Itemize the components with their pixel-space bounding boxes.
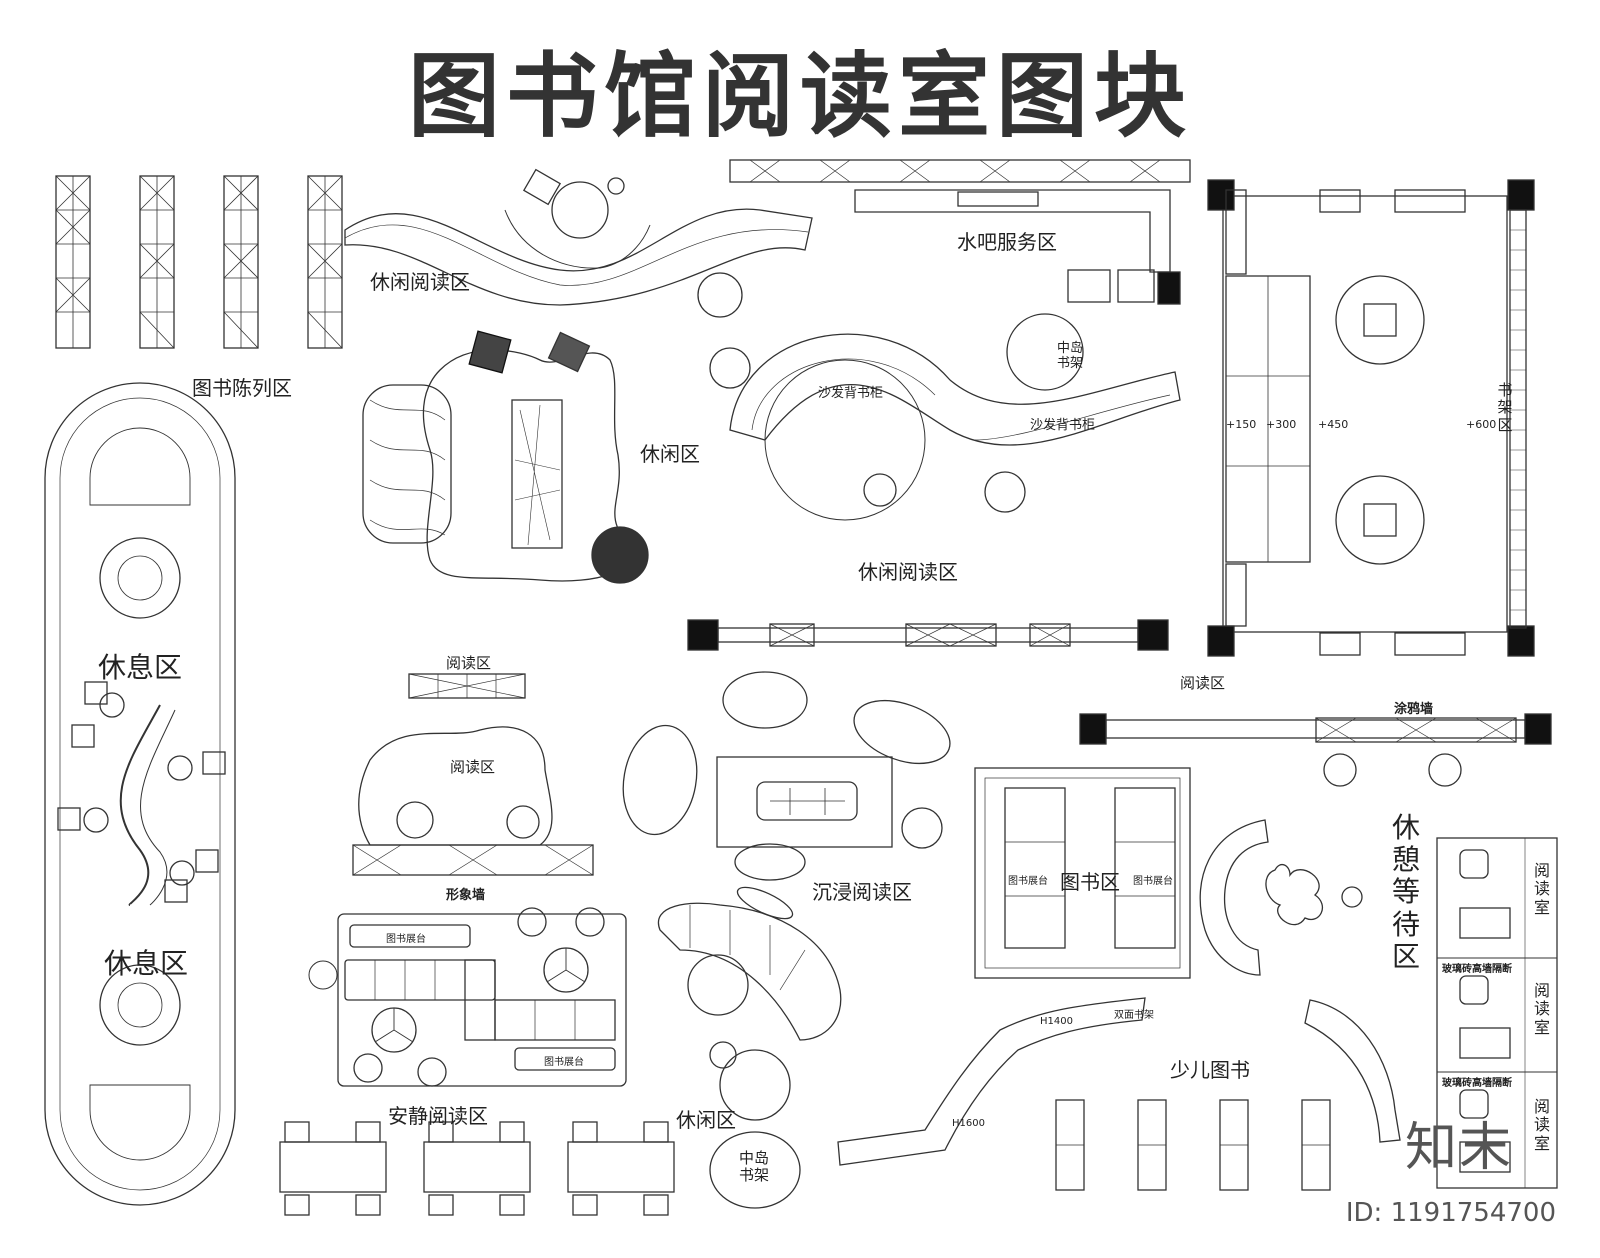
label-display-c: 图书展台 <box>386 934 426 945</box>
label-reading-b: 阅读区 <box>450 758 496 776</box>
level-600: +600 <box>1466 418 1497 431</box>
curved-sofa <box>657 886 842 1209</box>
label-immersive: 沉浸阅读区 <box>812 880 912 904</box>
label-double-shelf: 双面书架 <box>1114 1010 1154 1021</box>
label-water-bar: 水吧服务区 <box>957 230 1057 254</box>
graffiti-wall <box>1079 713 1552 745</box>
double-sided-shelves <box>837 997 1401 1191</box>
sofa-back-shelf <box>697 272 1181 521</box>
image-wall-area <box>352 726 594 876</box>
book-area-platform <box>974 767 1191 979</box>
label-shelf-area: 书架区 <box>1497 381 1513 434</box>
label-children: 少儿图书 <box>1170 1058 1250 1082</box>
level-300: +300 <box>1266 418 1297 431</box>
label-h1600: H1600 <box>952 1118 985 1129</box>
label-rest-b: 休息区 <box>104 947 189 980</box>
level-150: +150 <box>1226 418 1257 431</box>
label-book-area: 图书区 <box>1060 870 1120 894</box>
label-leisure-reading-top: 休闲阅读区 <box>370 270 470 294</box>
label-display-a: 图书展台 <box>1008 876 1048 887</box>
reading-rooms <box>1436 837 1558 1189</box>
label-sofa-shelf-b: 沙发背书柜 <box>1030 418 1096 433</box>
water-bar-counter <box>729 159 1191 305</box>
book-display-shelves <box>55 175 343 349</box>
label-reading-room-c: 阅读室 <box>1533 1097 1550 1153</box>
label-rest-wait: 休憩等待区 <box>1391 811 1420 973</box>
label-leisure-reading-mid: 休闲阅读区 <box>858 560 958 584</box>
label-book-display: 图书陈列区 <box>192 376 292 400</box>
label-reading-room-a: 阅读室 <box>1533 861 1550 917</box>
label-sofa-shelf-a: 沙发背书柜 <box>818 386 884 401</box>
label-display-b: 图书展台 <box>1133 876 1173 887</box>
level-450: +450 <box>1318 418 1349 431</box>
label-image-wall: 形象墙 <box>446 888 486 903</box>
label-graffiti-wall: 涂鸦墙 <box>1394 702 1434 717</box>
quiet-reading-furniture <box>308 907 627 1087</box>
label-island-b: 中岛书架 <box>738 1149 769 1185</box>
label-glass-partition-b: 玻璃砖高墙隔断 <box>1442 1078 1512 1089</box>
label-leisure-mid: 休闲区 <box>640 442 700 466</box>
id-label: ID: 1191754700 <box>1345 1198 1556 1228</box>
leisure-zone-rug <box>362 330 649 584</box>
label-reading-c: 阅读区 <box>1180 674 1226 692</box>
label-reading-a: 阅读区 <box>446 654 492 672</box>
wavy-shelf <box>344 168 813 306</box>
immersive-reading <box>622 671 951 881</box>
label-reading-room-b: 阅读室 <box>1533 981 1550 1037</box>
label-h1400: H1400 <box>1040 1016 1073 1027</box>
label-leisure-bottom: 休闲区 <box>676 1108 736 1132</box>
page-title: 图书馆阅读室图块 <box>407 43 1192 150</box>
label-rest-a: 休息区 <box>98 651 183 684</box>
shelf-room <box>1207 179 1535 657</box>
study-desks <box>279 1121 675 1216</box>
label-island-a: 中岛书架 <box>1056 341 1083 371</box>
label-quiet-reading: 安静阅读区 <box>388 1104 488 1128</box>
label-display-d: 图书展台 <box>544 1057 584 1068</box>
watermark-logo: 知末 <box>1405 1118 1514 1178</box>
rest-wait-sofa <box>1199 753 1462 976</box>
reading-shelf-a <box>408 673 526 699</box>
label-glass-partition-a: 玻璃砖高墙隔断 <box>1442 964 1512 975</box>
mid-partition <box>687 619 1169 651</box>
rest-area-oval <box>44 382 236 1206</box>
